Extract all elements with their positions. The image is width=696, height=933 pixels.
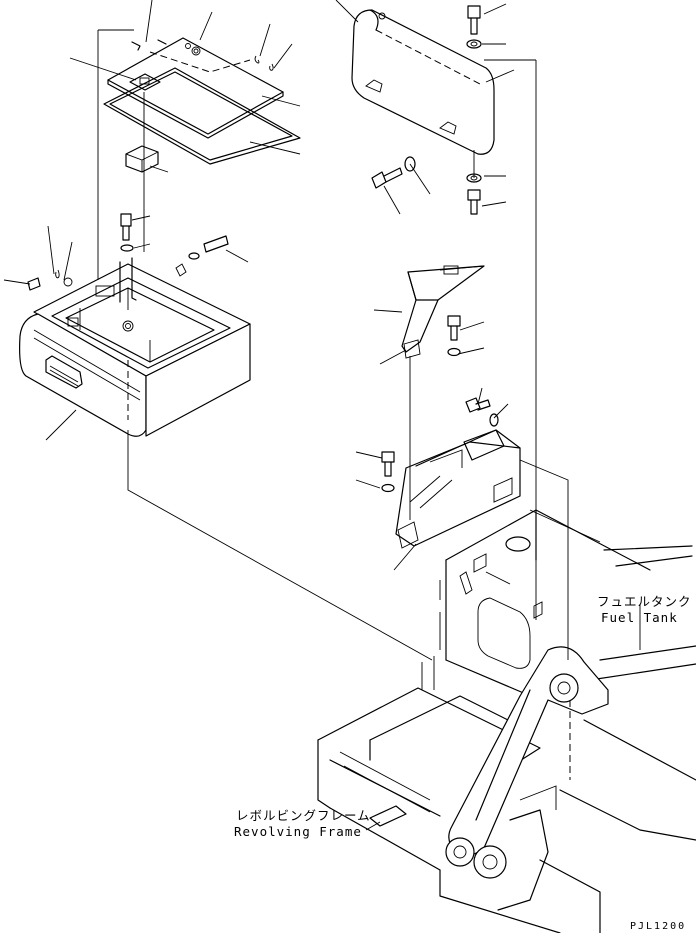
drawing-code: PJL1200 <box>630 921 686 932</box>
electric-box <box>381 397 521 549</box>
fuel-tank-label-en: Fuel Tank <box>601 610 678 625</box>
toolbox-lid <box>103 37 301 165</box>
cover-bracket <box>401 265 485 359</box>
revolving-frame-label-en: Revolving Frame <box>234 824 362 839</box>
side-cover <box>351 9 495 155</box>
connector-lines <box>97 29 601 661</box>
toolbox-bolts <box>27 213 229 303</box>
leader-lines <box>3 0 641 831</box>
side-cover-bolts <box>371 5 482 215</box>
revolving-frame-label-jp: レボルビングフレーム <box>236 808 371 823</box>
rubber-block <box>125 145 159 173</box>
lid-clips <box>131 39 274 71</box>
toolbox <box>19 263 251 437</box>
fuel-tank-label-jp: フュエルタンク <box>597 594 692 609</box>
revolving-frame <box>317 646 696 933</box>
